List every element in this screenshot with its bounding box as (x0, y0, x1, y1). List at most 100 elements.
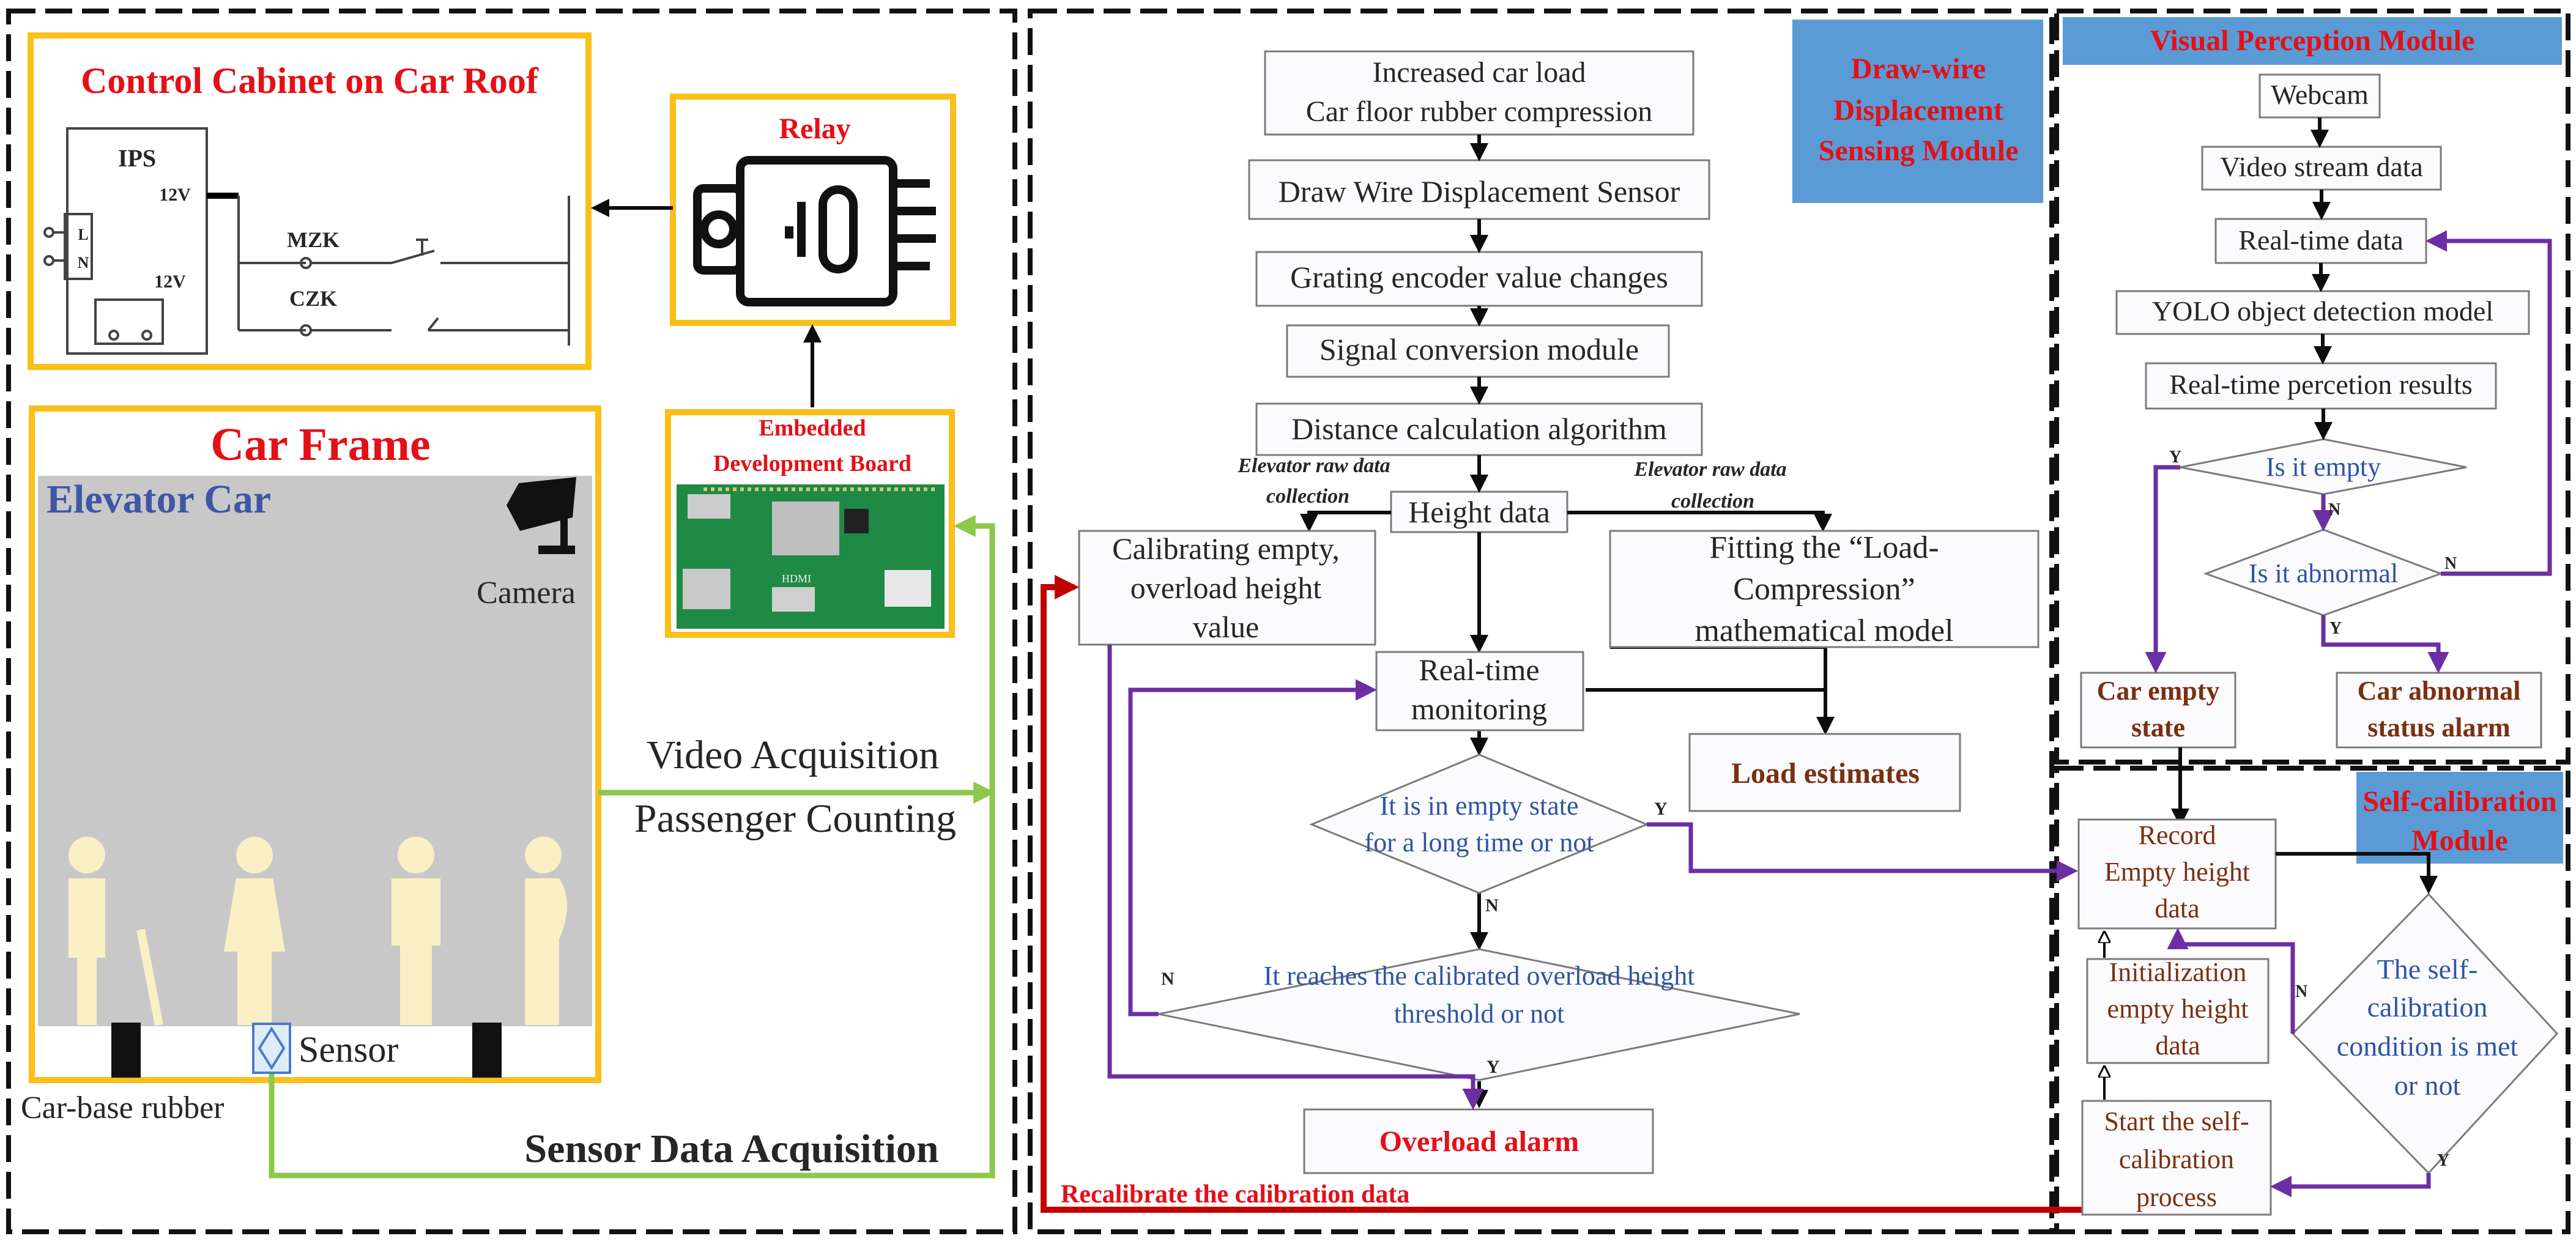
red-recalibrate-line (1041, 575, 2085, 1213)
step-sensor: Draw Wire Displacement Sensor (1279, 174, 1680, 209)
step-height: Height data (1408, 495, 1550, 529)
drawwire-purple-arrows (1107, 645, 2078, 1110)
load-estimates: Load estimates (1731, 757, 1920, 790)
perception: Real-time percetion results (2169, 369, 2473, 400)
overload-alarm: Overload alarm (1379, 1125, 1579, 1158)
czk-label: CZK (289, 286, 337, 311)
raw-right-2: collection (1671, 490, 1754, 513)
record-3: data (2155, 894, 2199, 924)
init-2: empty height (2107, 994, 2249, 1024)
step-sensor-box (1248, 159, 1710, 220)
sensor-diamond (258, 1026, 286, 1070)
green-sensor-line (269, 515, 995, 1179)
sensor-label: Sensor (299, 1029, 398, 1070)
visual-panel (2054, 9, 2570, 765)
is-abnormal: Is it abnormal (2249, 558, 2398, 588)
car-abnormal-1: Car abnormal (2358, 676, 2521, 706)
calib-1: Calibrating empty, (1112, 531, 1340, 566)
init-3: data (2155, 1031, 2200, 1061)
step-load-2: Car floor rubber compression (1306, 95, 1653, 128)
yolo-box (2115, 290, 2530, 335)
start-box (2081, 1100, 2272, 1216)
cond-2: calibration (2367, 991, 2488, 1023)
step-signal: Signal conversion module (1320, 332, 1639, 366)
is-empty-n: N (2328, 500, 2340, 519)
video-stream-box (2201, 146, 2442, 191)
cond-3: condition is met (2337, 1031, 2518, 1062)
init-box (2086, 958, 2270, 1064)
selfcal-title-2: Module (2411, 824, 2507, 857)
cond-1: The self- (2377, 953, 2478, 985)
webcam: Webcam (2271, 79, 2369, 110)
dec2-1: It reaches the calibrated overload heigh… (1264, 961, 1695, 991)
fit-1: Fitting the “Load- (1709, 530, 1939, 565)
selfcal-module-tag (2356, 772, 2563, 864)
step-grating: Grating encoder value changes (1290, 260, 1668, 294)
start-2: calibration (2119, 1144, 2234, 1174)
calib-box (1078, 530, 1376, 646)
load-estimates-box (1688, 733, 1961, 812)
cond-4: or not (2394, 1070, 2461, 1101)
realtime-box (1375, 651, 1584, 731)
car-empty-box (2080, 672, 2236, 749)
realtime-2: monitoring (1411, 692, 1547, 726)
dec2-2: threshold or not (1394, 999, 1565, 1029)
drawwire-title-1: Draw-wire (1851, 53, 1986, 85)
fit-box (1609, 530, 2040, 648)
step-distance: Distance calculation algorithm (1291, 412, 1667, 446)
dec1-1: It is in empty state (1379, 791, 1578, 821)
recalibrate-label: Recalibrate the calibration data (1061, 1180, 1409, 1209)
car-empty-1: Car empty (2097, 676, 2220, 706)
drawwire-title-3: Sensing Module (1819, 135, 2019, 167)
relay-title: Relay (779, 113, 850, 145)
fit-2: Compression” (1733, 572, 1915, 607)
selfcal-panel (2054, 766, 2570, 1234)
v12-top-label: 12V (159, 185, 191, 205)
step-load-1: Increased car load (1372, 56, 1586, 89)
is-empty-y: Y (2169, 448, 2181, 467)
sensor-data-acquisition-label: Sensor Data Acquisition (524, 1127, 938, 1171)
drawwire-title-2: Displacement (1833, 94, 2003, 127)
decision-empty (1309, 753, 1649, 894)
calib-3: value (1193, 610, 1259, 644)
video-acquisition-label: Video Acquisition (647, 733, 939, 777)
board-title-2: Development Board (713, 451, 911, 476)
overload-box (1303, 1108, 1654, 1174)
decision-overload (1158, 948, 1800, 1081)
visual-title: Visual Perception Module (2150, 24, 2475, 57)
mzk-label: MZK (287, 228, 340, 252)
visual-module-tag (2063, 17, 2562, 65)
raw-right-1: Elevator raw data (1633, 458, 1786, 481)
start-3: process (2136, 1182, 2217, 1212)
is-abnormal-n: N (2444, 554, 2457, 573)
dec1-y: Y (1654, 799, 1668, 819)
elevator-car-label: Elevator Car (46, 477, 271, 522)
hdmi-label: HDMI (782, 572, 811, 585)
start-1: Start the self- (2104, 1106, 2249, 1136)
visual-arrows (2145, 117, 2552, 827)
camera-icon (507, 477, 576, 554)
drawwire-panel (1028, 9, 2054, 1234)
passenger-icons (69, 837, 567, 1026)
is-empty: Is it empty (2266, 452, 2381, 482)
n-label: N (78, 254, 89, 272)
selfcal-n: N (2295, 982, 2307, 1001)
car-abnormal-box (2336, 672, 2542, 749)
webcam-box (2259, 73, 2381, 119)
realtime-1: Real-time (1419, 653, 1539, 687)
init-1: Initialization (2109, 957, 2247, 987)
elevator-car-area (38, 476, 592, 1026)
dec1-2: for a long time or not (1364, 827, 1594, 857)
record-2: Empty height (2104, 857, 2250, 887)
record-1: Record (2138, 820, 2216, 850)
record-box (2077, 818, 2277, 930)
yolo: YOLO object detection model (2152, 295, 2493, 327)
video-stream: Video stream data (2220, 151, 2423, 182)
car-abnormal-2: status alarm (2367, 713, 2510, 742)
step-load-box (1264, 50, 1694, 136)
raw-left-2: collection (1266, 485, 1349, 508)
selfcal-y: Y (2437, 1151, 2449, 1170)
is-abnormal-y: Y (2329, 619, 2342, 638)
relay-icon (693, 156, 936, 306)
